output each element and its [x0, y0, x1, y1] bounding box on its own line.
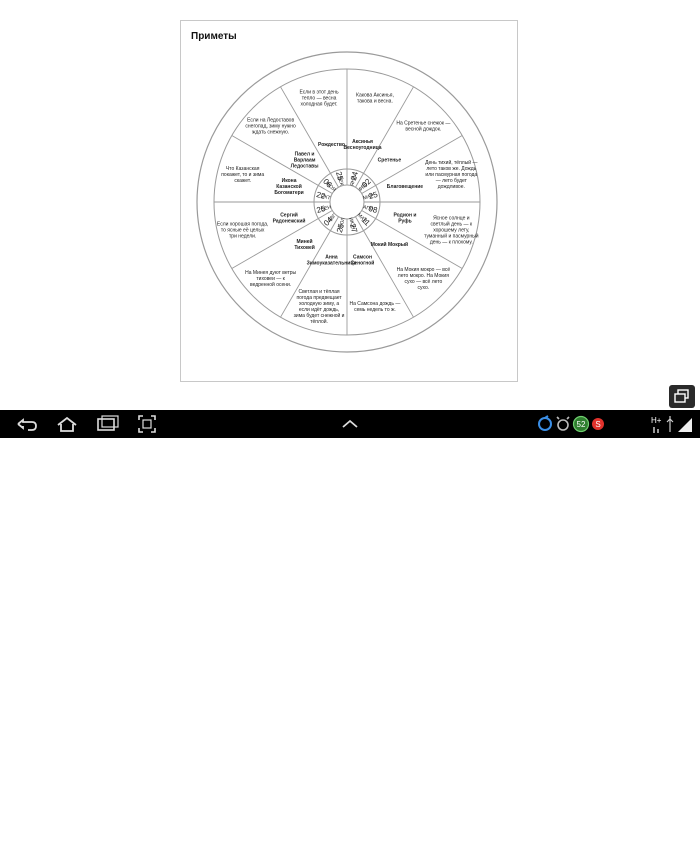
- date-day: 24: [349, 170, 360, 181]
- segment-divider: [361, 135, 463, 194]
- system-nav-bar: 52 S 16:54 H+: [0, 410, 700, 840]
- holiday-name: Сретенье: [378, 157, 402, 163]
- segment-divider: [280, 86, 339, 188]
- floating-window-button[interactable]: [669, 385, 695, 408]
- date-day: 22: [315, 190, 326, 201]
- battery-icon: 52: [572, 415, 590, 433]
- date-month: ИЮН: [347, 217, 356, 231]
- back-button[interactable]: [12, 410, 42, 438]
- date-month: ДЕК: [336, 176, 344, 187]
- sign-text: День тихий, тёплый —лето таков же. Дождь…: [425, 159, 477, 190]
- date-month: СЕН: [320, 204, 332, 213]
- date-day: 25: [368, 190, 379, 201]
- segment-divider: [231, 210, 333, 269]
- screenshot-button[interactable]: [134, 410, 160, 438]
- segment-divider: [355, 86, 414, 188]
- battery-level-text: 52: [577, 420, 586, 429]
- segment-divider: [280, 216, 339, 318]
- date-month: АВГ: [327, 213, 338, 224]
- sign-text: На Самсона дождь —семь недель то ж.: [350, 301, 401, 313]
- date-day: 08: [367, 204, 378, 215]
- signal-icon: [678, 418, 692, 432]
- segment-divider: [231, 135, 333, 194]
- alarm-clock-icon: [556, 416, 570, 431]
- network-type-indicator: H+: [651, 416, 662, 433]
- date-day: 27: [348, 223, 359, 234]
- sign-text: На Сретенье снежок —весной дождок.: [396, 120, 450, 132]
- s-app-icon: S: [592, 418, 604, 430]
- sync-icon: [538, 415, 552, 431]
- holiday-name: Рождество: [318, 142, 345, 148]
- segment-divider: [355, 216, 414, 318]
- recent-apps-button[interactable]: [92, 410, 122, 438]
- card-title: Приметы: [191, 31, 237, 42]
- holiday-name: Благовещение: [387, 184, 424, 190]
- segment-divider: [361, 210, 463, 269]
- menu-button[interactable]: [336, 410, 364, 438]
- date-month: ИЮЛ: [338, 217, 347, 230]
- date-day: 25: [335, 222, 346, 233]
- usb-icon: [666, 416, 674, 432]
- date-day: 25: [316, 204, 327, 215]
- sign-text: Какова Аксинья,такова и весна.: [356, 92, 394, 104]
- date-day: 25: [334, 171, 345, 182]
- home-button[interactable]: [52, 410, 82, 438]
- status-clock: 16:54: [606, 823, 647, 840]
- date-month: ОКТ: [320, 193, 331, 201]
- window-stack-icon: [674, 389, 689, 403]
- date-month: ЯНВ: [349, 174, 358, 186]
- holiday-name: Мокий Мокрый: [371, 241, 408, 248]
- date-month: АПР: [362, 204, 374, 213]
- date-month: МАР: [362, 193, 375, 202]
- svg-text:H+: H+: [651, 416, 662, 425]
- outer-ring: [196, 51, 498, 353]
- svg-text:S: S: [595, 420, 600, 429]
